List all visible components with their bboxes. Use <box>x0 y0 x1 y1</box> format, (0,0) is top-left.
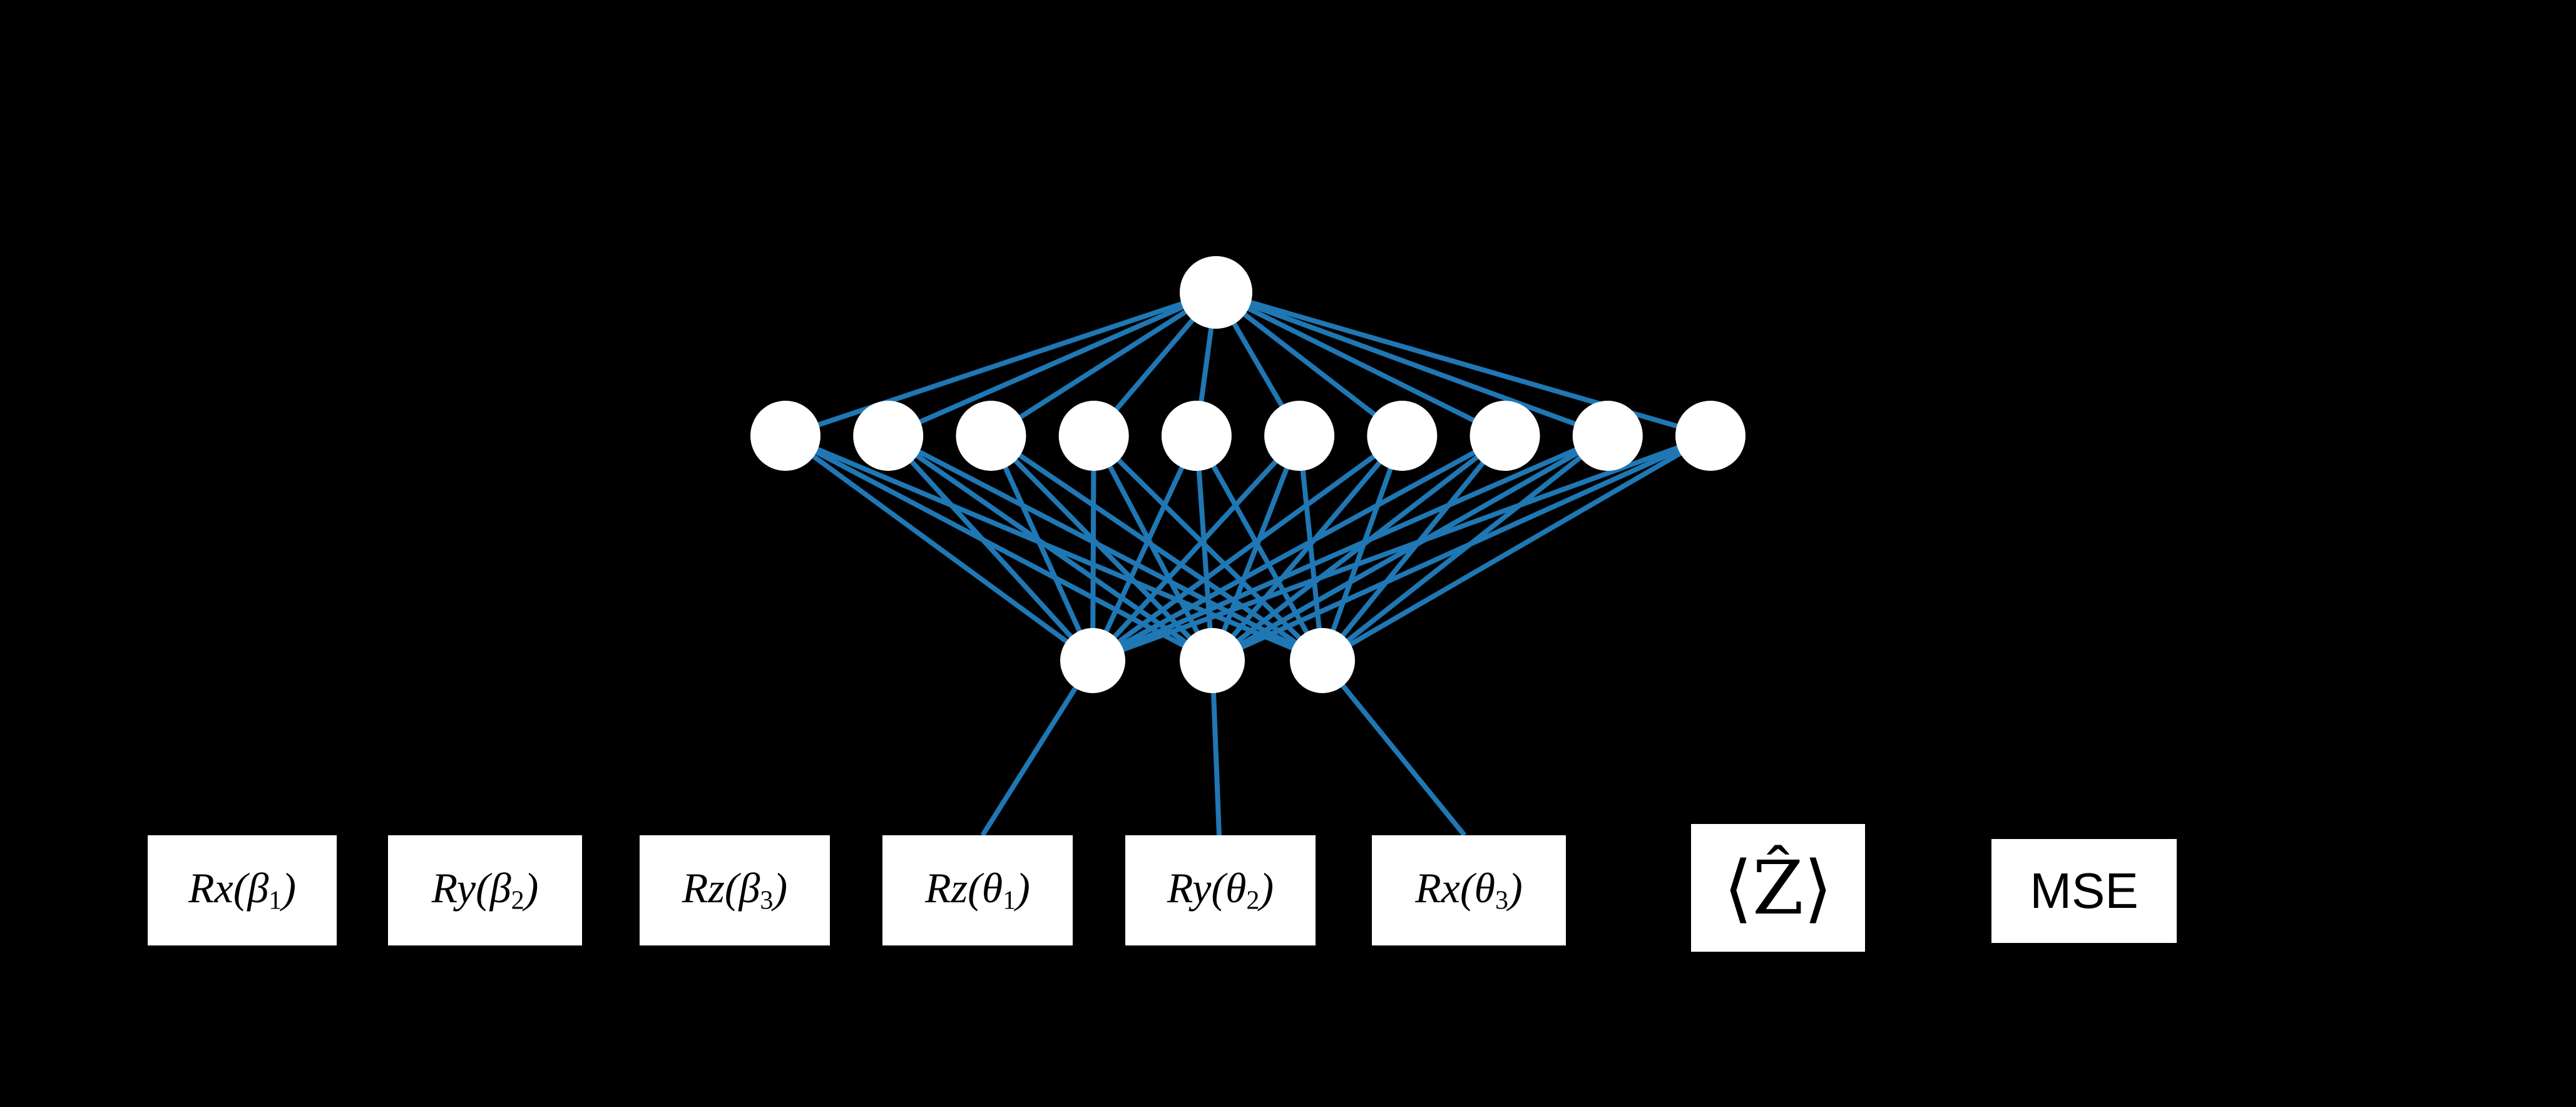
gate-label-main: Ry(θ <box>1167 864 1247 912</box>
gate-label: Rx(θ3) <box>1415 867 1523 914</box>
network-edge <box>1091 433 1609 663</box>
gate-label-main: Ry(β <box>431 864 511 912</box>
gate-box-rz-beta3: Rz(β3) <box>640 835 830 945</box>
network-edge <box>1215 290 1506 438</box>
gate-label: Rz(β3) <box>682 867 787 914</box>
gate-label-main: Rz(β <box>682 864 760 912</box>
network-edge <box>784 433 1095 663</box>
gate-label-subscript: 1 <box>1003 885 1016 915</box>
expectation-z-label: ⟨Ẑ⟩ <box>1723 845 1833 931</box>
network-edge <box>980 659 1095 837</box>
gate-label-subscript: 1 <box>268 885 282 915</box>
network-edge <box>887 290 1217 438</box>
gate-label-close: ) <box>1016 864 1030 912</box>
gate-box-ry-theta2: Ry(θ2) <box>1125 835 1316 945</box>
gate-box-rx-beta1: Rx(β1) <box>148 835 337 945</box>
gate-label-close: ) <box>524 864 539 912</box>
network-edge <box>1297 435 1325 661</box>
gate-label: Ry(θ2) <box>1167 867 1274 914</box>
network-node <box>1058 401 1129 471</box>
network-edge <box>1091 433 1506 663</box>
mse-box: MSE <box>1991 839 2177 943</box>
network-edge <box>1211 433 1609 663</box>
network-edge <box>1321 433 1712 663</box>
gate-label-main: Rz(θ <box>925 864 1003 912</box>
network-edge <box>1210 433 1506 663</box>
network-edge <box>1090 435 1199 662</box>
network-edge <box>1214 290 1404 438</box>
gate-label-close: ) <box>1259 864 1274 912</box>
network-edge <box>784 290 1217 438</box>
network-edge <box>1091 433 1712 663</box>
network-node <box>1264 401 1335 471</box>
network-node <box>1675 401 1745 471</box>
network-edge <box>989 290 1218 438</box>
network-node <box>1180 256 1252 329</box>
network-node <box>853 401 924 471</box>
network-edge <box>1210 435 1302 662</box>
gate-label-subscript: 2 <box>1246 885 1260 915</box>
gate-box-rz-theta1: Rz(θ1) <box>882 835 1073 945</box>
mse-label: MSE <box>2030 863 2139 919</box>
gate-label-close: ) <box>1508 864 1523 912</box>
gate-label-main: Rx(β <box>188 864 269 912</box>
gate-label-subscript: 2 <box>511 885 524 915</box>
network-edge <box>988 435 1095 662</box>
gate-label-close: ) <box>282 864 296 912</box>
network-node <box>750 401 820 471</box>
network-edge <box>1091 433 1404 663</box>
network-node <box>1572 401 1643 471</box>
network-edge <box>887 433 1324 663</box>
network-node <box>1161 401 1232 471</box>
network-edge <box>1211 433 1712 663</box>
gate-box-rx-theta3: Rx(θ3) <box>1372 835 1566 945</box>
network-edge <box>1091 434 1302 662</box>
network-edge <box>1320 659 1467 837</box>
network-edge <box>989 433 1324 663</box>
network-node <box>1060 628 1125 693</box>
network-edge <box>886 434 1095 662</box>
network-edge <box>1215 290 1609 438</box>
expectation-z-box: ⟨Ẑ⟩ <box>1691 824 1865 952</box>
gate-label: Ry(β2) <box>432 867 539 914</box>
gate-box-ry-beta2: Ry(β2) <box>388 835 582 945</box>
network-node <box>1180 628 1245 693</box>
network-edge <box>1090 435 1096 661</box>
gate-label-close: ) <box>773 864 788 912</box>
network-node <box>1469 401 1540 471</box>
network-edge <box>1210 434 1404 662</box>
gate-label-main: Rx(θ <box>1415 864 1496 912</box>
gate-label-subscript: 3 <box>1495 885 1509 915</box>
network-edge <box>1194 435 1325 662</box>
network-edge <box>1193 435 1215 661</box>
network-edge <box>1091 434 1324 662</box>
network-node <box>1367 401 1438 471</box>
gate-label: Rx(β1) <box>188 867 296 914</box>
gate-label-subscript: 3 <box>760 885 774 915</box>
network-node <box>956 401 1026 471</box>
network-node <box>1290 628 1355 693</box>
gate-label: Rz(θ1) <box>925 867 1030 914</box>
